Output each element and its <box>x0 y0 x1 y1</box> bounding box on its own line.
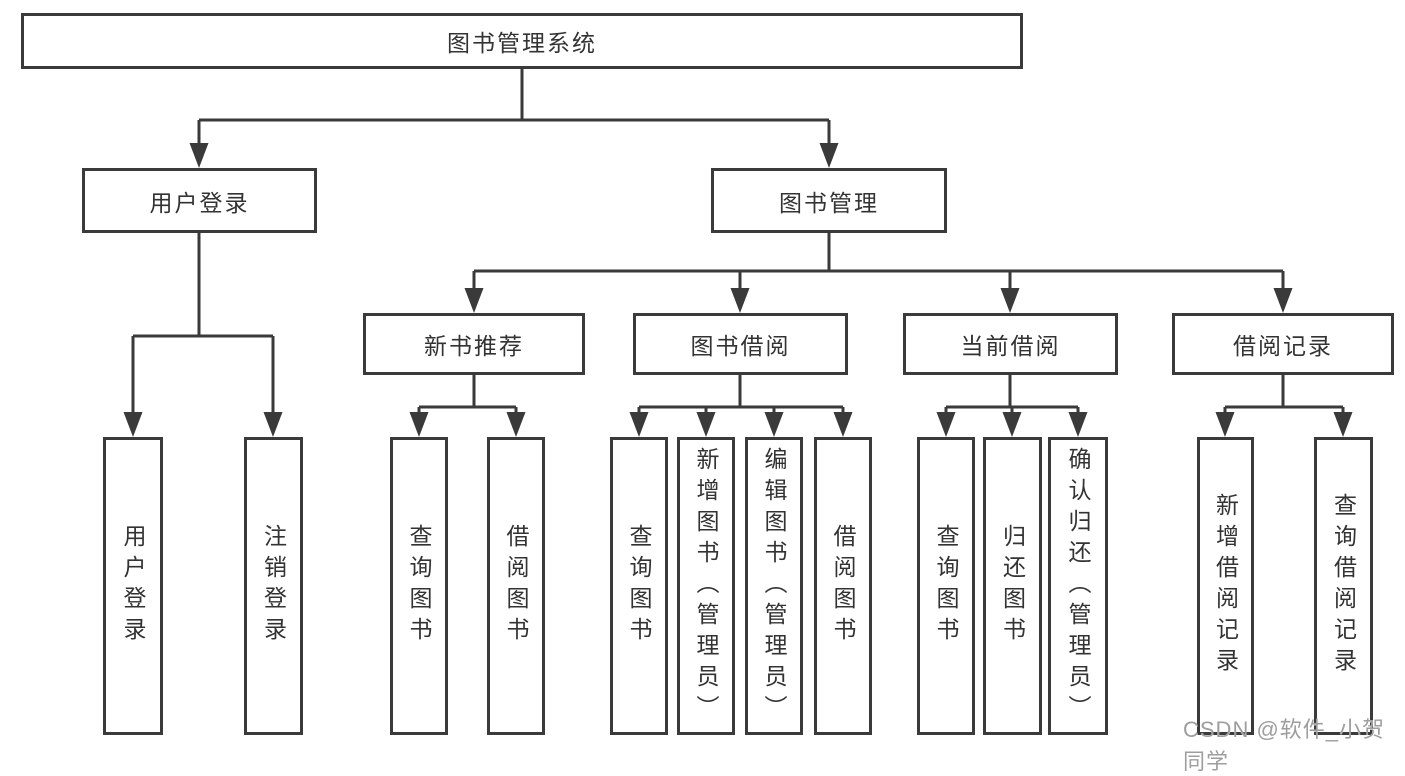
leaf-label: 确认归还（管理员） <box>1065 446 1091 726</box>
leaf-label: 注销登录 <box>260 524 287 648</box>
node-user-login: 用户登录 <box>82 168 317 233</box>
leaf-label: 编辑图书（管理员） <box>761 446 787 726</box>
node-leaf-user-login: 用户登录 <box>103 437 163 735</box>
leaf-label: 查询图书 <box>406 524 432 648</box>
node-book-management: 图书管理 <box>711 168 947 233</box>
node-leaf-logout: 注销登录 <box>244 437 303 735</box>
leaf-label: 用户登录 <box>120 524 146 648</box>
arrowheads <box>123 143 1353 437</box>
node-leaf-cb-query-book: 查询图书 <box>917 437 975 735</box>
node-leaf-nb-borrow-book: 借阅图书 <box>487 437 545 735</box>
leaf-label: 新增借阅记录 <box>1212 493 1239 679</box>
leaf-label: 查询图书 <box>626 524 652 648</box>
node-book-borrow: 图书借阅 <box>633 313 848 375</box>
node-leaf-cb-confirm-return-admin: 确认归还（管理员） <box>1048 437 1108 735</box>
node-leaf-cb-return-book: 归还图书 <box>983 437 1042 735</box>
node-leaf-bb-add-book-admin: 新增图书（管理员） <box>677 437 735 735</box>
leaf-label: 新增图书（管理员） <box>693 446 719 726</box>
diagram-canvas: 图书管理系统 用户登录 图书管理 新书推荐 图书借阅 当前借阅 借阅记录 用户登… <box>21 13 1394 774</box>
node-leaf-bb-borrow-book: 借阅图书 <box>814 437 872 735</box>
leaf-label: 查询借阅记录 <box>1330 493 1357 679</box>
connector-lines <box>123 69 1353 437</box>
leaf-label: 借阅图书 <box>503 524 529 648</box>
node-borrow-record: 借阅记录 <box>1172 313 1394 375</box>
node-leaf-br-add-record: 新增借阅记录 <box>1197 437 1254 735</box>
leaf-label: 查询图书 <box>933 524 959 648</box>
leaf-label: 借阅图书 <box>830 524 856 648</box>
node-leaf-br-query-record: 查询借阅记录 <box>1314 437 1373 735</box>
node-current-borrow: 当前借阅 <box>903 313 1118 375</box>
node-root: 图书管理系统 <box>21 13 1023 69</box>
watermark-text: CSDN @软件_小贺同学 <box>1183 717 1386 774</box>
leaf-label: 归还图书 <box>999 524 1026 648</box>
node-leaf-bb-query-book: 查询图书 <box>610 437 668 735</box>
node-leaf-nb-query-book: 查询图书 <box>390 437 448 735</box>
node-leaf-bb-edit-book-admin: 编辑图书（管理员） <box>745 437 803 735</box>
node-new-book-recommend: 新书推荐 <box>363 313 585 375</box>
